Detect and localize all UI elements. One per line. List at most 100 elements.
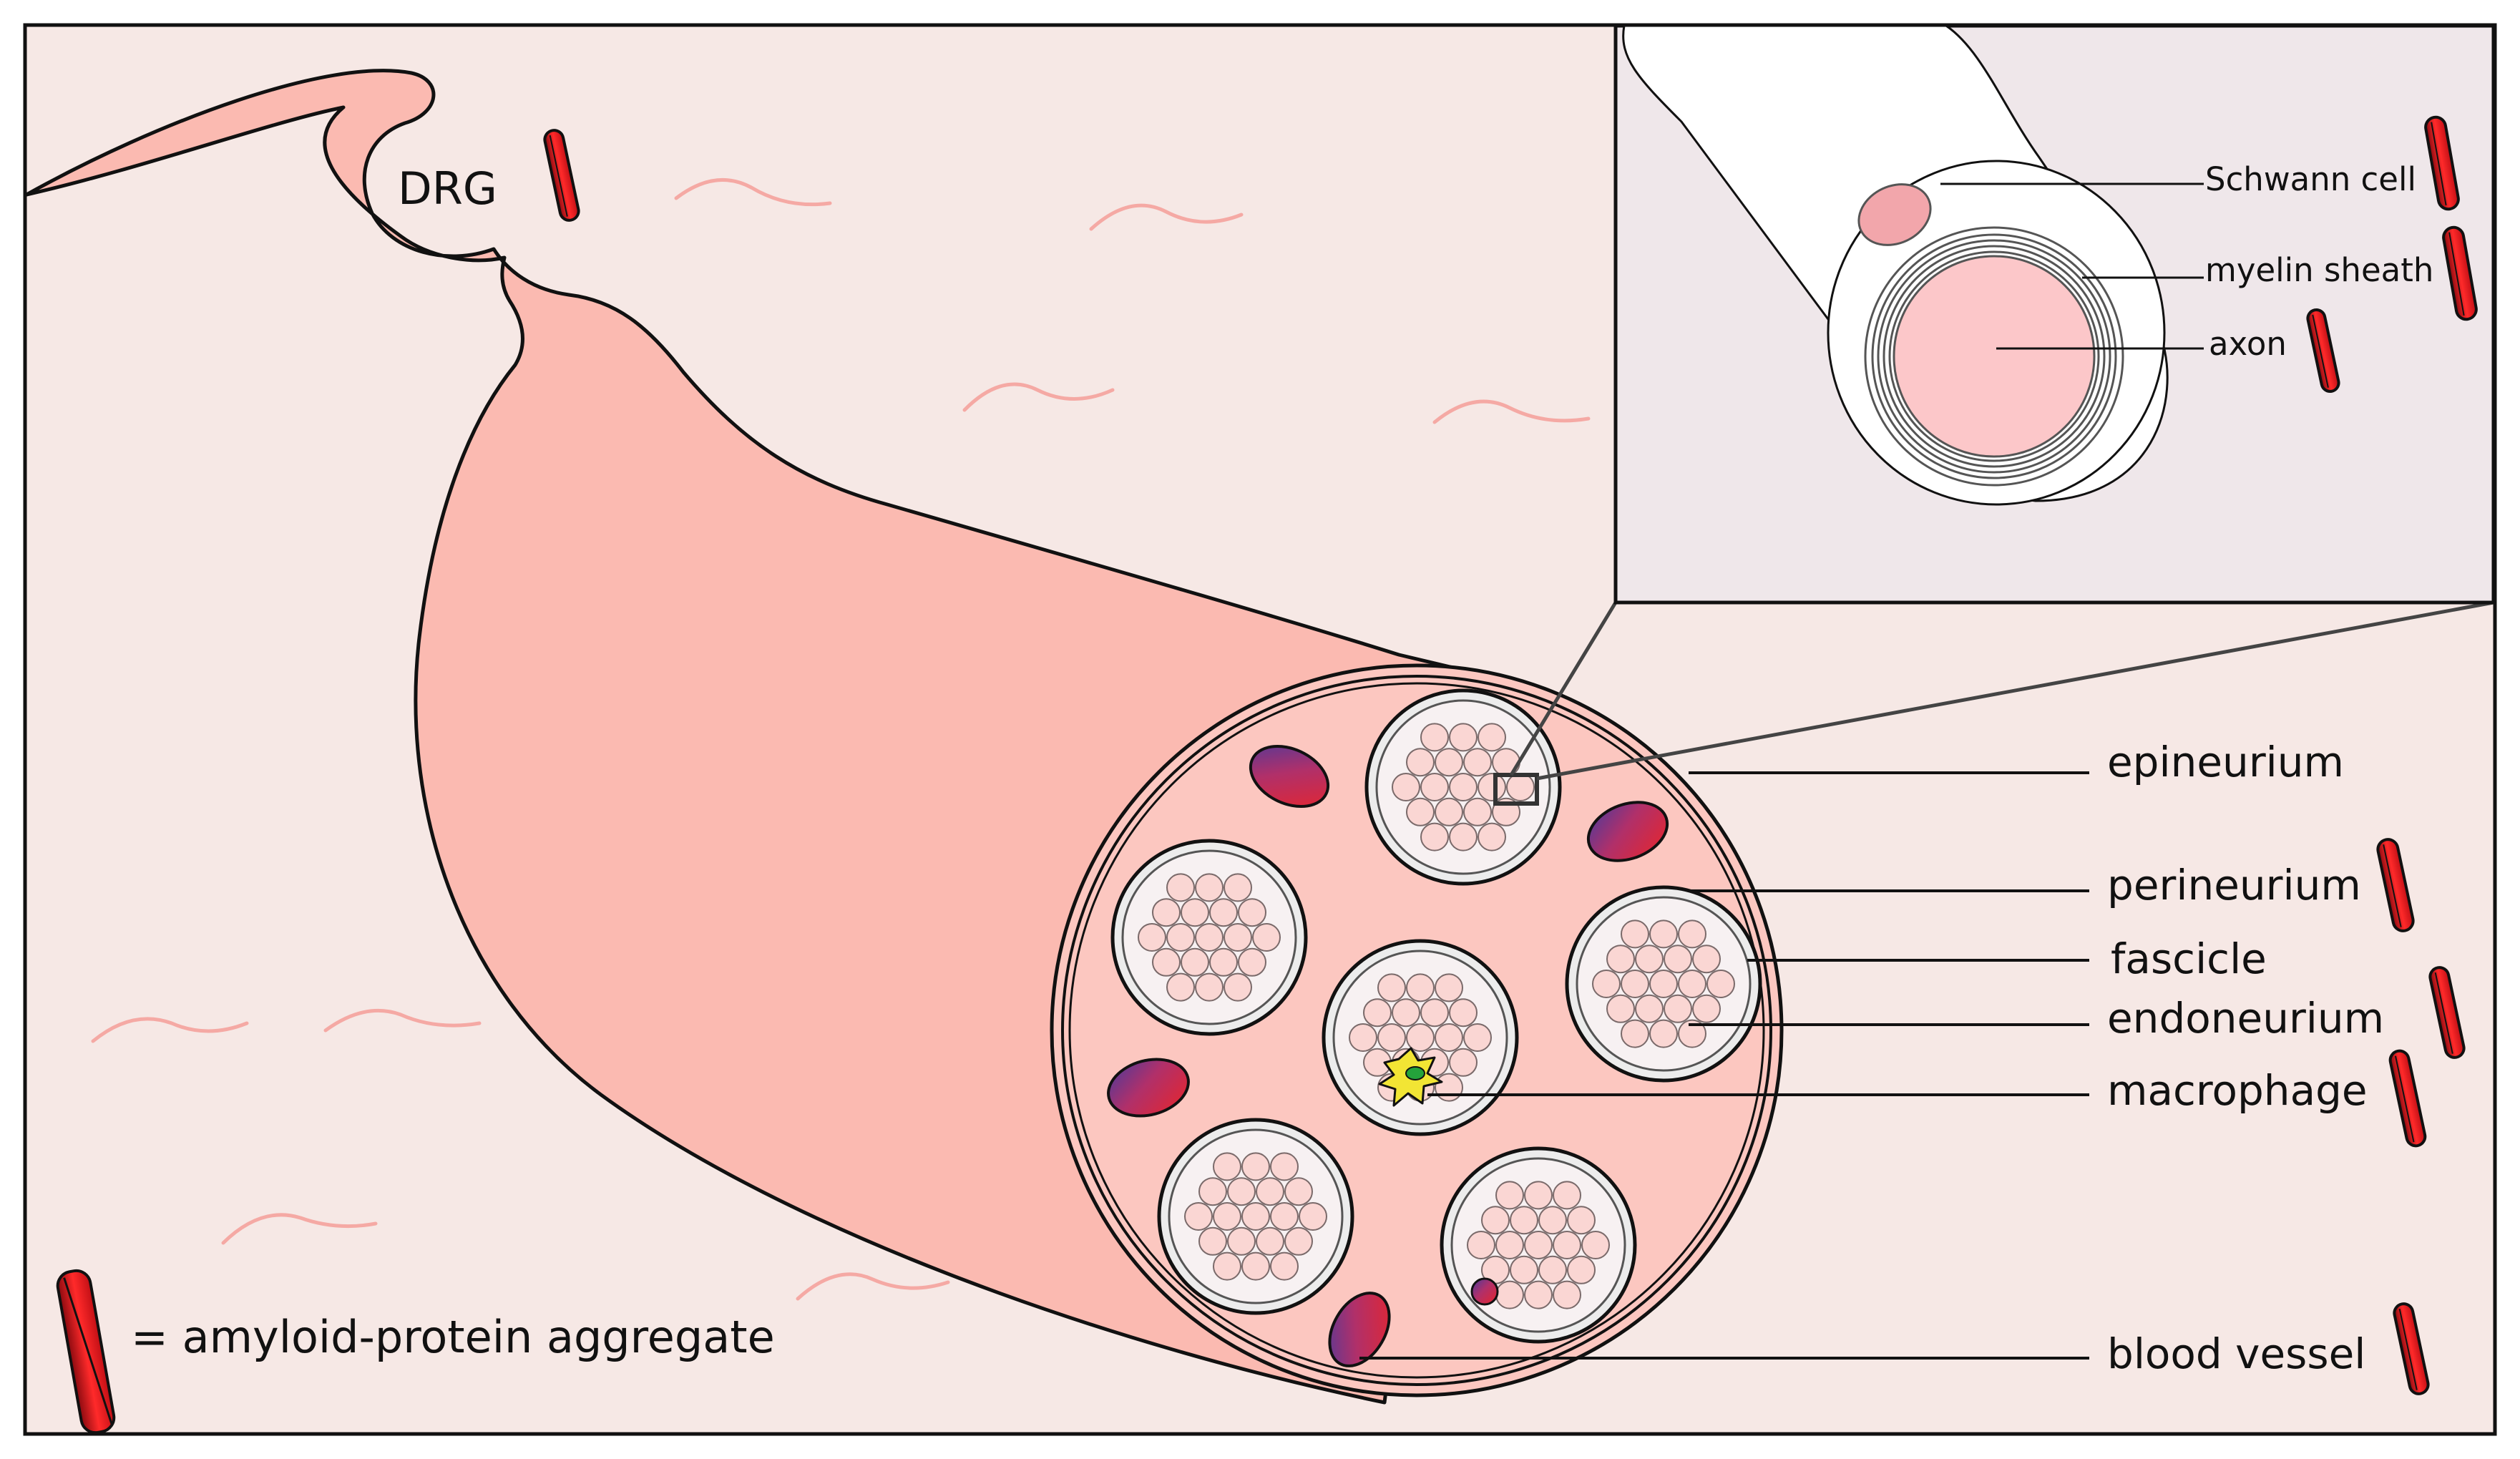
axon-circle: [1238, 898, 1266, 927]
axon-circle: [1435, 1073, 1463, 1102]
inset-leaders: [1940, 182, 2204, 350]
macrophage-label: macrophage: [2107, 1066, 2368, 1115]
axon-circle: [1649, 919, 1678, 949]
nerve-cross-section: [1050, 663, 1784, 1397]
fascicle: [1364, 688, 1562, 886]
axon-circle: [1420, 723, 1449, 752]
axon-circle: [1224, 873, 1252, 902]
amyloid-aggregate-icon: [543, 129, 580, 222]
axon-circle: [1621, 1019, 1649, 1048]
axon-circle: [1538, 1255, 1567, 1284]
axon-circle: [1510, 1206, 1538, 1235]
axon-circle: [1256, 1226, 1284, 1256]
fascicle: [1157, 1118, 1354, 1315]
axon-circle: [1649, 970, 1678, 998]
axon-circle: [1635, 945, 1664, 974]
axon-circle: [1181, 898, 1209, 927]
myelin-inset: Schwann cell myelin sheath axon: [1613, 24, 2496, 605]
axon-circle: [1184, 1202, 1213, 1231]
axon-circle: [1692, 994, 1721, 1023]
axon-circle: [1392, 773, 1420, 801]
axon-circle: [1166, 923, 1195, 952]
axon-circle: [1435, 973, 1463, 1002]
axon-circle: [1241, 1152, 1270, 1181]
blood-vessels: [1107, 744, 1669, 1367]
amyloid-aggregate-icon: [2388, 1049, 2427, 1148]
epineurium-label: epineurium: [2107, 738, 2344, 786]
axon-label: axon: [2209, 325, 2287, 363]
drg-label: DRG: [398, 162, 497, 215]
fascicle: [1440, 1146, 1637, 1344]
axon-circle: [1524, 1280, 1553, 1309]
axon-circle: [1377, 973, 1406, 1002]
axon-circle: [1406, 797, 1435, 826]
axon-circle: [1241, 1202, 1270, 1231]
axon-circle: [1510, 1255, 1538, 1284]
axon-circle: [1449, 822, 1478, 852]
axon-circle: [1392, 998, 1420, 1028]
axon-circle: [1270, 1202, 1299, 1231]
axon-circle: [1241, 1251, 1270, 1281]
blood-vessel-icon: [1107, 1058, 1190, 1118]
label-leaders: [1359, 771, 2089, 1360]
axon-circle: [1435, 1023, 1463, 1052]
axon-circle: [1238, 947, 1266, 977]
axon-circle: [1463, 748, 1492, 777]
axon-circle: [1621, 919, 1649, 949]
axon-circle: [1495, 1280, 1524, 1309]
perineurium-ring: [1068, 682, 1765, 1379]
axon-circle: [1284, 1226, 1313, 1256]
axon-circle: [1420, 998, 1449, 1028]
axon-circle: [1449, 773, 1478, 801]
axon-circle: [1478, 723, 1506, 752]
axon-circle: [1195, 972, 1224, 1002]
axon-circle: [1649, 1019, 1678, 1048]
axon-circle: [1152, 898, 1181, 927]
axon-circle: [1363, 998, 1392, 1028]
amyloid-aggregates: [543, 115, 2478, 1395]
axon-circle: [1449, 723, 1478, 752]
amyloid-aggregate-icon: [56, 1269, 116, 1435]
axon-circle: [1449, 998, 1478, 1028]
axon-circle: [1621, 970, 1649, 998]
axon-circle: [1567, 1206, 1596, 1235]
axon-circle: [1166, 873, 1195, 902]
axon-circle: [1213, 1152, 1241, 1181]
background-fibers: [91, 177, 1591, 1301]
axon-circle: [1195, 923, 1224, 952]
axon-core: [1893, 255, 2096, 458]
axon-circle: [1495, 1181, 1524, 1210]
axon-circle: [1664, 945, 1692, 974]
endoneurium-label: endoneurium: [2107, 994, 2384, 1043]
axon-circle: [1213, 1251, 1241, 1281]
axon-circle: [1181, 947, 1209, 977]
blood-vessel-icon: [1328, 1292, 1391, 1367]
epineurium-inner: [1061, 675, 1772, 1386]
blood-vessel-icon: [1586, 801, 1669, 862]
fascicle: [1565, 885, 1762, 1083]
axon-circle: [1435, 748, 1463, 777]
axon-circle: [1435, 797, 1463, 826]
axon-circle: [1495, 1231, 1524, 1259]
axon-circle: [1524, 1181, 1553, 1210]
axon-circle: [1195, 873, 1224, 902]
axon-circle: [1406, 1023, 1435, 1052]
amyloid-aggregate-icon: [2424, 115, 2460, 211]
axon-circle: [1227, 1226, 1256, 1256]
axon-circle: [1692, 945, 1721, 974]
axon-circle: [1406, 748, 1435, 777]
axon-circle: [1606, 945, 1635, 974]
axon-circle: [1567, 1255, 1596, 1284]
axon-circle: [1481, 1206, 1510, 1235]
axon-circle: [1420, 773, 1449, 801]
axon-circle: [1299, 1202, 1327, 1231]
axon-circle: [1538, 1206, 1567, 1235]
axon-circle: [1224, 972, 1252, 1002]
myelin-rings: [1864, 226, 2124, 487]
axon-circle: [1209, 947, 1238, 977]
axon-circle: [1270, 1251, 1299, 1281]
axon-circle: [1270, 1152, 1299, 1181]
axon-circle: [1678, 919, 1706, 949]
axon-circle: [1449, 1048, 1478, 1077]
axon-circle: [1581, 1231, 1610, 1259]
